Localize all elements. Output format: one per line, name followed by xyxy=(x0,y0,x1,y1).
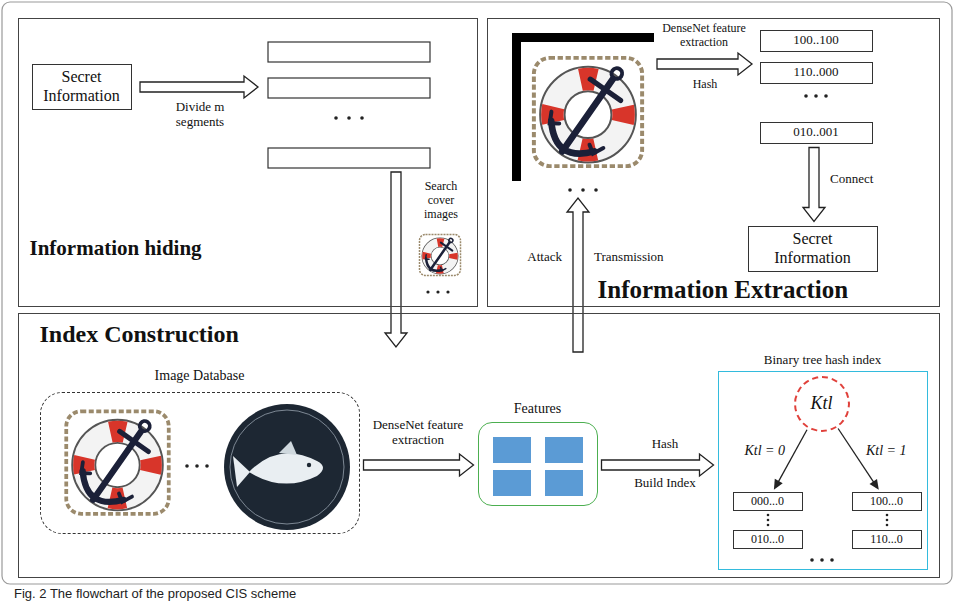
connector xyxy=(364,454,474,476)
group-title: Image Database xyxy=(40,368,360,385)
arrow-head xyxy=(870,479,879,490)
panel-title: Index Construction xyxy=(40,322,239,346)
box-label: 010...0 xyxy=(751,533,784,547)
flow-label: Divide m segments xyxy=(160,100,240,130)
group-border xyxy=(40,392,360,534)
hollow-arrow xyxy=(602,454,714,476)
figure-caption: Fig. 2 The flowchart of the proposed CIS… xyxy=(14,587,296,601)
outer-frame xyxy=(2,2,952,584)
panel: Information hiding Secret Information xyxy=(18,18,478,307)
process-box: 000...0 xyxy=(733,492,803,512)
box-label: 100..100 xyxy=(793,33,839,48)
process-box: 010...0 xyxy=(733,530,803,550)
box-label: 010..001 xyxy=(793,125,839,140)
fish-image xyxy=(224,404,350,530)
arrow-head xyxy=(774,479,783,490)
feature-blocks xyxy=(493,437,583,496)
connector xyxy=(602,454,714,476)
edge-label: Ktl = 0 xyxy=(728,443,785,459)
database-image xyxy=(66,405,172,517)
flow-label: Hash xyxy=(680,78,730,92)
box-label: 000...0 xyxy=(751,495,784,509)
connector xyxy=(838,429,879,490)
panel-title: Information hiding xyxy=(30,238,202,259)
box-label: 110..000 xyxy=(793,65,838,80)
flow-label: Attack xyxy=(500,250,562,265)
flow-label: DenseNet feature extraction xyxy=(652,22,756,50)
group-border xyxy=(478,422,598,506)
panel-title: Information Extraction xyxy=(598,277,849,302)
box-label: 100...0 xyxy=(870,495,903,509)
flow-arrows xyxy=(140,53,752,352)
process-box: 110..000 xyxy=(760,62,873,84)
flow-label: Transmission xyxy=(594,250,684,265)
segment-boxes xyxy=(268,42,430,168)
process-box: Secret Information xyxy=(748,226,878,272)
process-box: 110...0 xyxy=(852,530,922,550)
box-label: Secret Information xyxy=(754,230,872,267)
hollow-arrow xyxy=(803,148,825,222)
edge-label: Ktl = 1 xyxy=(866,443,922,459)
edge-label: Connect xyxy=(830,172,890,187)
edge-label: Hash xyxy=(630,437,700,452)
group-title: Binary tree hash index xyxy=(718,352,928,368)
panel: Index ConstructionImage DatabaseFeatures… xyxy=(18,313,940,578)
cover-image xyxy=(420,232,462,277)
connector xyxy=(803,148,825,222)
edge-label: DenseNet feature extraction xyxy=(366,418,470,448)
key-label: Ktl xyxy=(810,393,832,414)
box-label: 110...0 xyxy=(870,533,903,547)
flow-label: Build Index xyxy=(620,476,710,491)
process-box: 100...0 xyxy=(852,492,922,512)
process-box: Secret Information xyxy=(32,64,132,110)
connector xyxy=(774,430,807,490)
group-frame: Binary tree hash indexKtl 000...0 010...0 1… xyxy=(718,352,928,571)
box-label: Secret Information xyxy=(38,68,126,105)
flow-label: Search cover images xyxy=(410,180,472,221)
group-frame: Features xyxy=(478,401,598,507)
process-box: 010..001 xyxy=(760,122,873,144)
key-circle: Ktl xyxy=(794,376,850,432)
attacked-image xyxy=(512,33,654,181)
ellipsis-dots xyxy=(185,94,888,562)
process-box: 100..100 xyxy=(760,30,873,52)
hollow-arrow xyxy=(364,454,474,476)
group-title: Features xyxy=(478,401,598,418)
group-frame: Image Database xyxy=(40,368,360,535)
